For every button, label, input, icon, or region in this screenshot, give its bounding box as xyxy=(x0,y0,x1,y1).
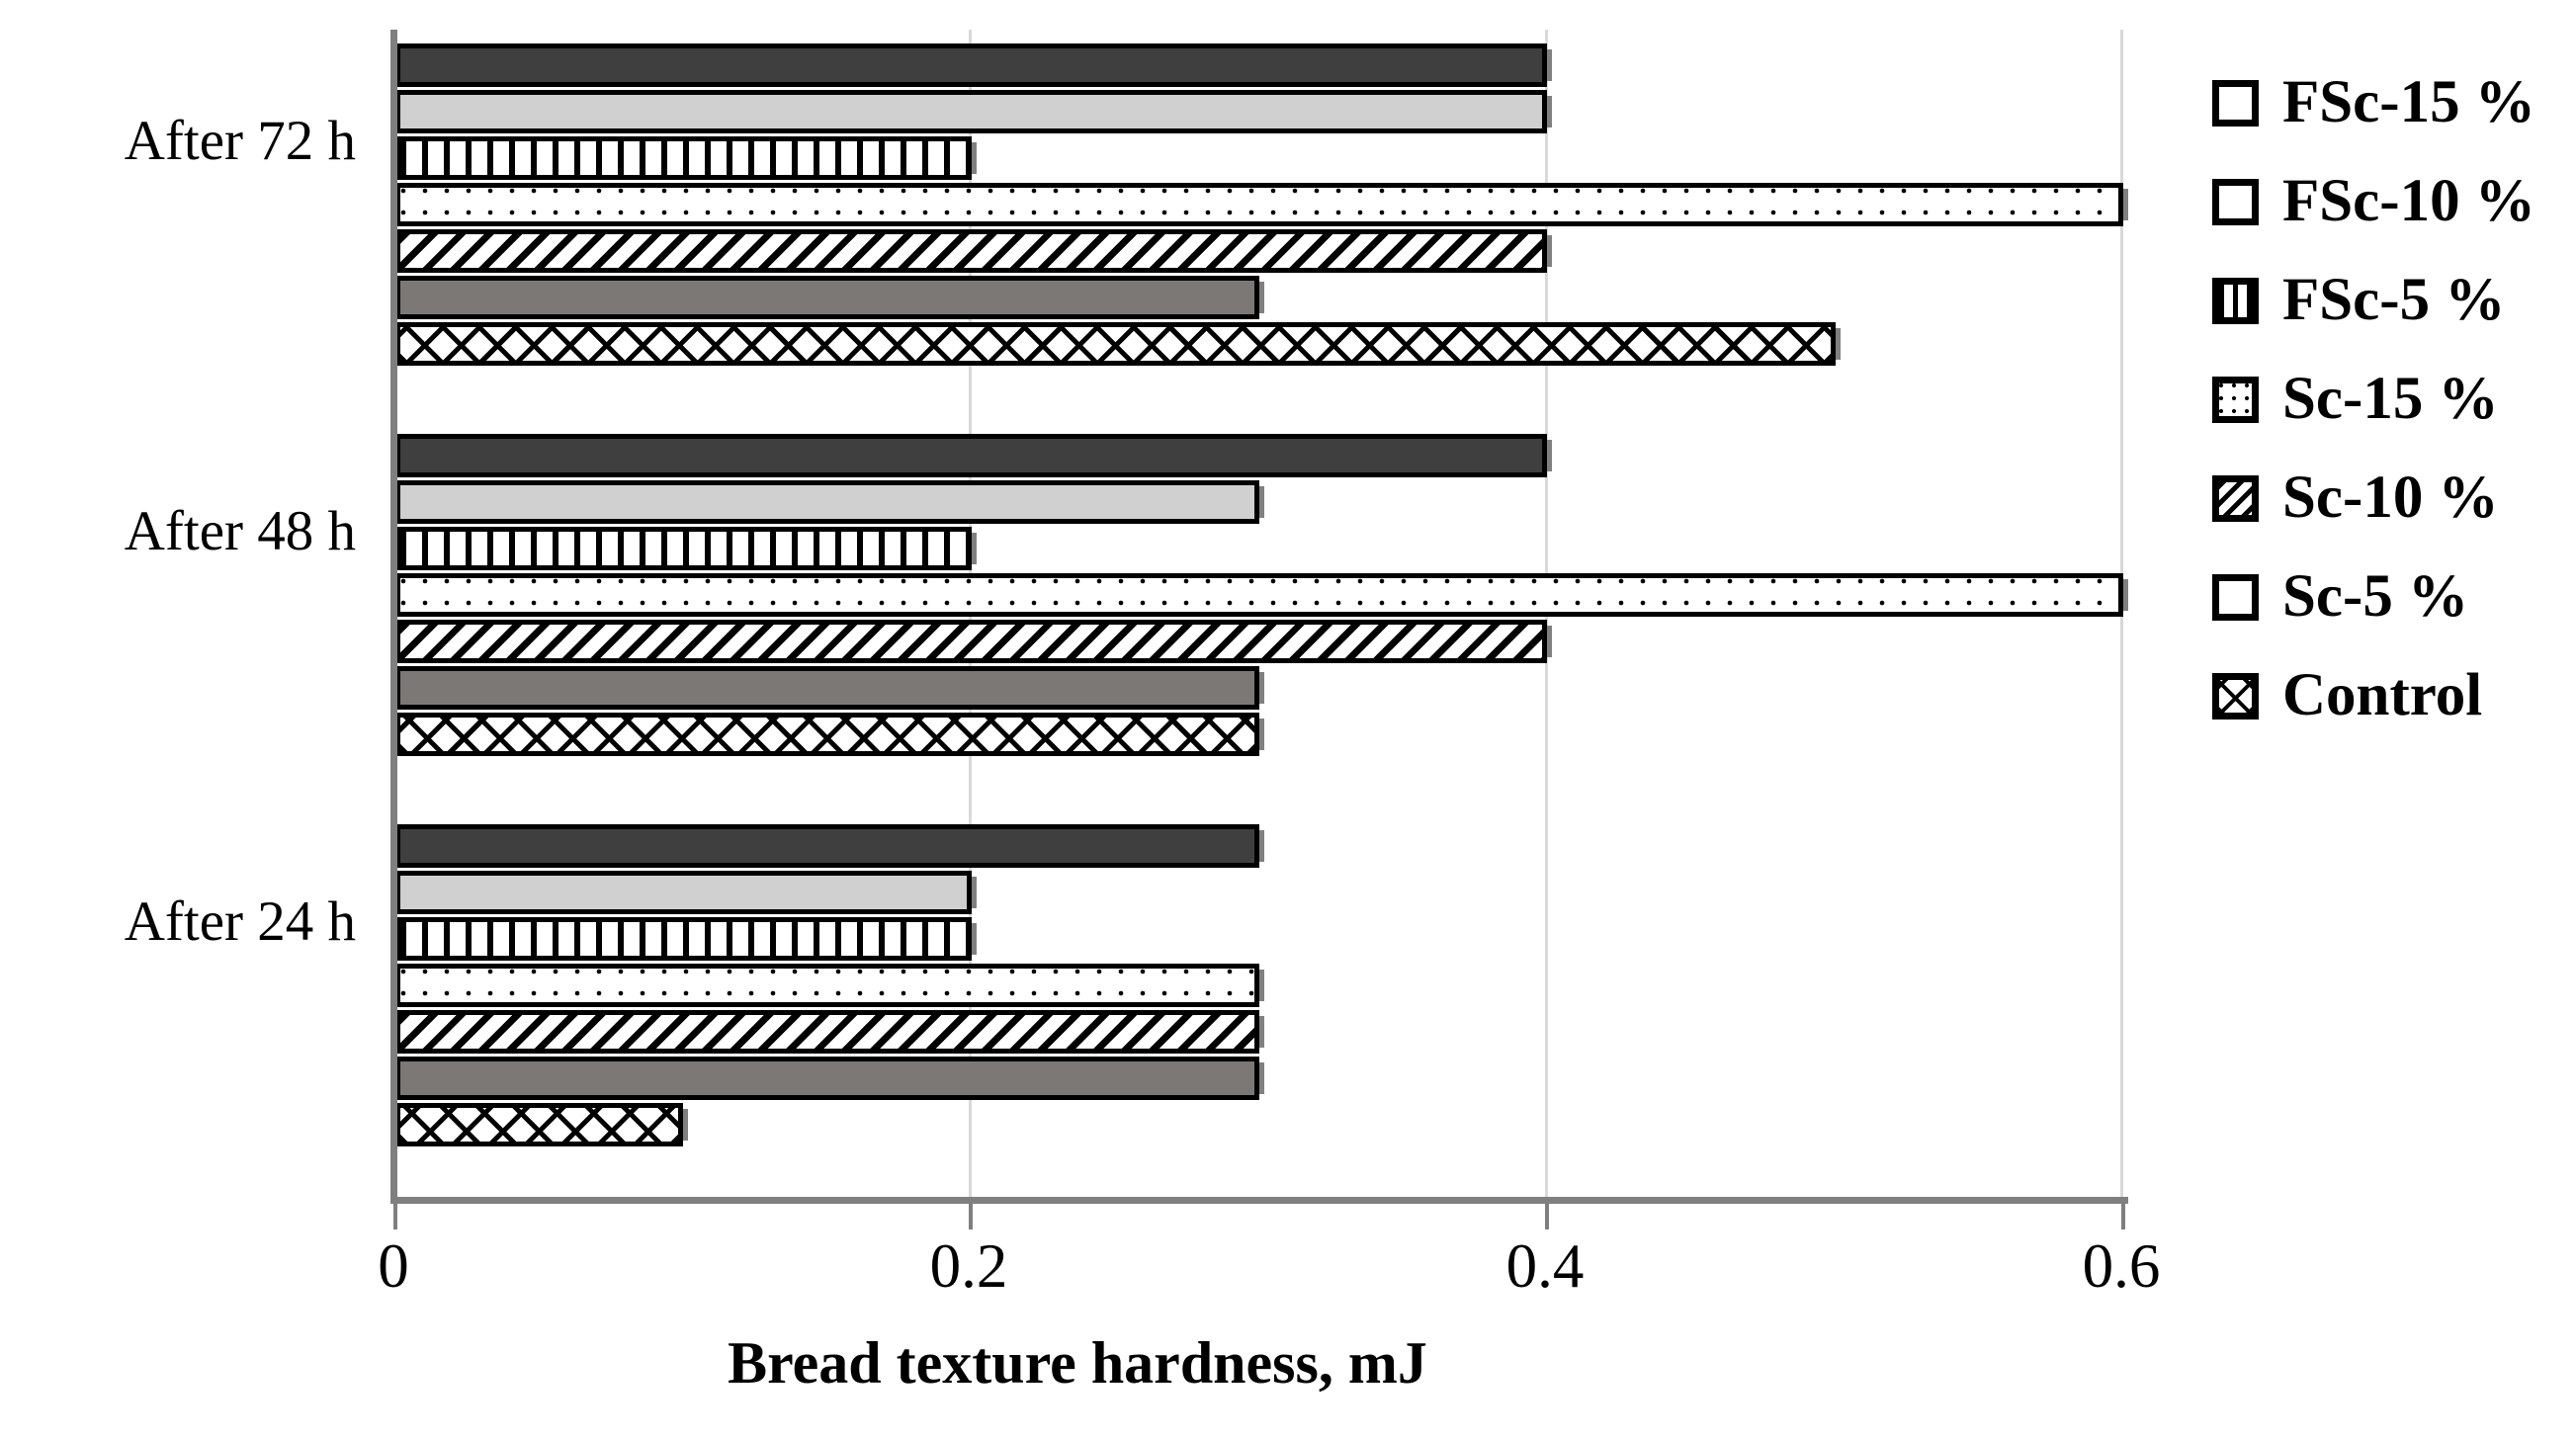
bar-group-after-48h xyxy=(395,434,2128,775)
tickmark-0.2 xyxy=(969,1204,973,1229)
bar-fsc-5-24h xyxy=(395,917,972,961)
error-bar xyxy=(1547,626,1552,657)
error-bar xyxy=(1259,830,1264,862)
error-bar xyxy=(2123,579,2128,611)
legend-item-label: FSc-15 % xyxy=(2282,69,2535,135)
error-bar xyxy=(1547,49,1552,81)
error-bar xyxy=(1547,96,1552,127)
error-bar xyxy=(972,142,977,174)
legend-swatch-icon xyxy=(2212,573,2259,621)
legend-item-label: FSc-5 % xyxy=(2282,267,2506,333)
y-category-label-72h: After 72 h xyxy=(124,110,356,172)
legend-swatch-icon xyxy=(2212,79,2259,127)
bar-control-72h xyxy=(395,322,1836,366)
bar-fsc-5-48h xyxy=(395,527,972,570)
x-tick-label-0.6: 0.6 xyxy=(2082,1231,2161,1301)
error-bar xyxy=(972,923,977,955)
legend-item-label: Control xyxy=(2282,662,2483,728)
bar-control-48h xyxy=(395,713,1259,756)
x-tick-label-0.2: 0.2 xyxy=(929,1231,1008,1301)
legend-item-label: Sc-15 % xyxy=(2282,366,2499,432)
legend-swatch-icon xyxy=(2212,474,2259,522)
y-category-label-24h: After 24 h xyxy=(124,890,356,953)
tickmark-0.6 xyxy=(2121,1204,2125,1229)
x-axis-title: Bread texture hardness, mJ xyxy=(728,1330,1427,1396)
legend-item-sc-15[interactable]: Sc-15 % xyxy=(2212,350,2576,449)
bar-fsc-10-72h xyxy=(395,90,1547,133)
chart-legend: FSc-15 % FSc-10 % FSc-5 % Sc-15 % Sc-10 … xyxy=(2212,53,2576,745)
error-bar xyxy=(1259,282,1264,313)
bar-sc-15-48h xyxy=(395,573,2123,617)
y-axis-line xyxy=(390,30,397,1204)
bar-fsc-15-48h xyxy=(395,434,1547,477)
x-axis-line xyxy=(390,1197,2128,1204)
plot-area xyxy=(395,30,2128,1201)
legend-item-sc-10[interactable]: Sc-10 % xyxy=(2212,449,2576,548)
bar-fsc-15-72h xyxy=(395,43,1547,87)
x-tick-label-0: 0 xyxy=(378,1231,409,1301)
error-bar xyxy=(1547,440,1552,471)
legend-swatch-icon xyxy=(2212,277,2259,324)
error-bar xyxy=(1259,1062,1264,1094)
bar-control-24h xyxy=(395,1103,683,1146)
bar-group-after-24h xyxy=(395,824,2123,1165)
bar-sc-10-72h xyxy=(395,229,1547,273)
bar-sc-5-48h xyxy=(395,666,1259,710)
error-bar xyxy=(1259,719,1264,750)
legend-item-label: FSc-10 % xyxy=(2282,168,2535,234)
error-bar xyxy=(1547,235,1552,267)
bar-fsc-15-24h xyxy=(395,824,1259,868)
error-bar xyxy=(1259,970,1264,1001)
legend-item-sc-5[interactable]: Sc-5 % xyxy=(2212,548,2576,646)
error-bar xyxy=(1259,486,1264,518)
error-bar xyxy=(972,877,977,908)
bar-sc-5-24h xyxy=(395,1057,1259,1100)
legend-item-label: Sc-10 % xyxy=(2282,465,2499,531)
legend-item-control[interactable]: Control xyxy=(2212,646,2576,745)
bar-group-after-72h xyxy=(395,43,2128,384)
legend-swatch-icon xyxy=(2212,672,2259,720)
error-bar xyxy=(1836,328,1841,360)
tickmark-0 xyxy=(393,1204,397,1229)
bar-fsc-5-72h xyxy=(395,136,972,180)
legend-swatch-icon xyxy=(2212,376,2259,423)
error-bar xyxy=(683,1109,688,1141)
y-category-label-48h: After 48 h xyxy=(124,500,356,562)
legend-item-fsc-15[interactable]: FSc-15 % xyxy=(2212,53,2576,152)
bar-sc-10-48h xyxy=(395,620,1547,663)
bar-sc-10-24h xyxy=(395,1010,1259,1054)
legend-item-fsc-10[interactable]: FSc-10 % xyxy=(2212,152,2576,251)
legend-swatch-icon xyxy=(2212,178,2259,225)
legend-item-label: Sc-5 % xyxy=(2282,563,2469,630)
legend-item-fsc-5[interactable]: FSc-5 % xyxy=(2212,251,2576,350)
bar-sc-15-72h xyxy=(395,183,2123,226)
bar-sc-15-24h xyxy=(395,964,1259,1007)
x-tick-label-0.4: 0.4 xyxy=(1505,1231,1585,1301)
error-bar xyxy=(1259,1016,1264,1048)
error-bar xyxy=(2123,189,2128,220)
error-bar xyxy=(972,533,977,564)
bar-fsc-10-48h xyxy=(395,480,1259,524)
error-bar xyxy=(1259,672,1264,704)
tickmark-0.4 xyxy=(1545,1204,1549,1229)
bar-fsc-10-24h xyxy=(395,871,972,914)
bar-sc-5-72h xyxy=(395,276,1259,319)
